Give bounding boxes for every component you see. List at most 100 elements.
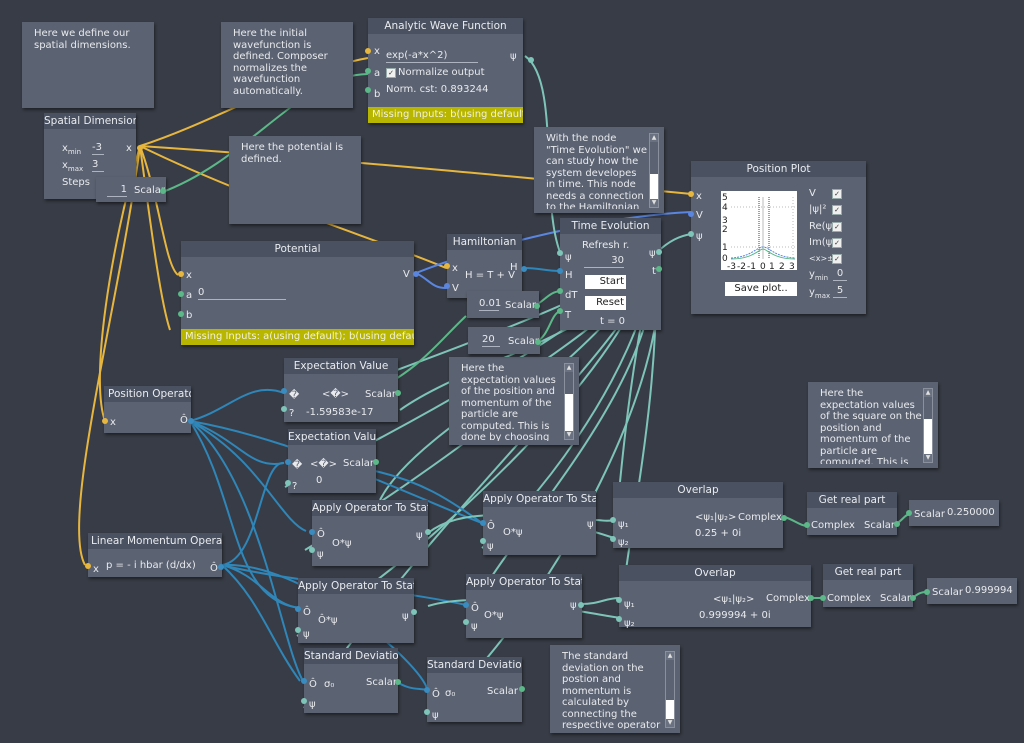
apply-operator-node[interactable]: Apply Operator To State Ô ψ Ô*ψ ψ [295,578,417,643]
operator-output-port[interactable] [188,418,194,424]
scroll-thumb[interactable] [666,700,674,726]
operator-input-port[interactable] [309,529,315,535]
state-output-port[interactable] [425,529,431,535]
time-evolution-node[interactable]: Time Evolution ψ H dT T Refresh r. 30 St… [557,218,662,330]
comment-scrollbar[interactable]: ▲▼ [564,363,574,440]
refresh-rate-input[interactable]: 30 [584,255,624,268]
comment-scrollbar[interactable]: ▲▼ [649,133,659,208]
potential-node[interactable]: Potential x a b 0 V Missing Inputs: a(us… [178,241,419,345]
scalar-input[interactable]: 20 [482,334,500,347]
plot-canvas[interactable]: 5 4 3 2 1 0 -3 -2 -1 0 1 2 3 [721,191,797,270]
b-input-port[interactable] [365,87,371,93]
reset-button[interactable]: Reset [585,296,626,310]
x-input-port[interactable] [688,191,694,197]
comment-time-evolution[interactable]: With the node "Time Evolution" we can st… [534,127,664,213]
complex-input-port[interactable] [820,595,826,601]
linear-momentum-operator-node[interactable]: Linear Momentum Operator x p = - i hbar … [85,533,224,577]
scalar-input[interactable]: 0.01 [479,298,502,311]
mean-checkbox[interactable]: ✓ [832,254,842,264]
position-operator-node[interactable]: Position Operator x Ô [102,386,194,433]
overlap-node[interactable]: Overlap ψ₁ ψ₂ <ψ₁|ψ₂> 0.25 + 0i Complex [610,482,787,548]
get-real-part-node[interactable]: Get real part Complex Scalar [804,492,900,535]
hamiltonian-node[interactable]: Hamiltonian x V H = T + V H [444,234,527,298]
h-input-port[interactable] [557,268,563,274]
position-plot-node[interactable]: Position Plot x V ψ 5 4 3 2 1 0 -3 -2 -1… [688,161,866,314]
overlap-node[interactable]: Overlap ψ₁ ψ₂ <ψ₁|ψ₂> 0.999994 + 0i Comp… [616,565,814,629]
complex-output-port[interactable] [781,515,787,521]
t-input-port[interactable] [557,308,563,314]
dt-input-port[interactable] [557,288,563,294]
ymax-input[interactable]: 5 [833,285,847,298]
scroll-down-icon[interactable]: ▼ [650,199,658,207]
psi-output-port[interactable] [656,249,662,255]
scalar-output-port[interactable] [373,459,379,465]
re-checkbox[interactable]: ✓ [832,222,842,232]
scalar-output-port[interactable] [519,686,525,692]
operator-input-port[interactable] [463,602,469,608]
a-input-port[interactable] [365,68,371,74]
operator-output-port[interactable] [218,564,224,570]
state-input-port[interactable] [424,709,430,715]
state-output-port[interactable] [411,609,417,615]
scalar-input[interactable]: 1 [107,184,127,197]
v-input-port[interactable] [444,283,450,289]
psi1-input-port[interactable] [616,597,622,603]
state-input-port[interactable] [463,619,469,625]
complex-input-port[interactable] [804,522,810,528]
x-input-port[interactable] [444,263,450,269]
scalar-output-port[interactable] [395,679,401,685]
save-plot-button[interactable]: Save plot.. [725,282,797,296]
scalar-display-node[interactable]: Scalar 0.999994 [924,578,1017,604]
x-output-port[interactable] [137,145,143,151]
complex-output-port[interactable] [808,595,814,601]
comment-standard-deviation[interactable]: The standard deviation on the postion an… [550,645,680,733]
operator-input-port[interactable] [295,606,301,612]
expression-input[interactable]: 0 [198,287,286,300]
scroll-up-icon[interactable]: ▲ [666,652,674,660]
state-input-port[interactable] [480,538,486,544]
x-input-port[interactable] [102,418,108,424]
scalar-input-port[interactable] [906,510,912,516]
state-input-port[interactable] [301,698,307,704]
state-input-port[interactable] [285,480,291,486]
comment-expectation-square[interactable]: Here the expectation values of the squar… [808,382,938,468]
scroll-down-icon[interactable]: ▼ [666,719,674,727]
psi2-input-port[interactable] [610,536,616,542]
start-button[interactable]: Start [585,275,626,289]
a-input-port[interactable] [178,291,184,297]
h-output-port[interactable] [521,266,527,272]
scalar-node[interactable]: 1 Scalar [96,177,166,202]
scalar-output-port[interactable] [395,390,401,396]
scalar-output-port[interactable] [535,339,541,345]
apply-operator-node[interactable]: Apply Operator To State Ô ψ O*ψ ψ [463,574,584,638]
scroll-up-icon[interactable]: ▲ [924,389,932,397]
scroll-down-icon[interactable]: ▼ [924,454,932,462]
psi-squared-checkbox[interactable]: ✓ [832,205,842,215]
state-output-port[interactable] [578,602,584,608]
scalar-display-node[interactable]: Scalar 0.250000 [906,500,999,526]
scalar-dt-node[interactable]: 0.01 Scalar [467,291,540,318]
v-input-port[interactable] [688,211,694,217]
psi2-input-port[interactable] [616,616,622,622]
im-checkbox[interactable]: ✓ [832,238,842,248]
scalar-t-node[interactable]: 20 Scalar [468,327,541,354]
apply-operator-node[interactable]: Apply Operator To State Ô ψ O*ψ ψ [480,491,596,555]
operator-input-port[interactable] [285,459,291,465]
scalar-output-port[interactable] [894,521,900,527]
xmin-input[interactable]: -3 [92,142,104,155]
operator-input-port[interactable] [281,388,287,394]
state-input-port[interactable] [281,406,287,412]
scroll-thumb[interactable] [565,394,573,434]
scroll-down-icon[interactable]: ▼ [565,431,573,439]
v-checkbox[interactable]: ✓ [832,189,842,199]
x-input-port[interactable] [85,563,91,569]
state-input-port[interactable] [309,547,315,553]
scalar-output-port[interactable] [534,303,540,309]
comment-expectation-values[interactable]: Here the expectation values of the posit… [449,357,579,445]
psi-input-port[interactable] [557,250,563,256]
normalize-checkbox[interactable]: ✓ [386,68,396,78]
expectation-value-node[interactable]: Expectation Value � ? <�> -1.59583e-17 S… [281,358,401,422]
standard-deviation-node[interactable]: Standard Deviation Ô ψ σ₀ Scalar [301,648,401,713]
x-input-port[interactable] [365,48,371,54]
scalar-output-port[interactable] [910,595,916,601]
